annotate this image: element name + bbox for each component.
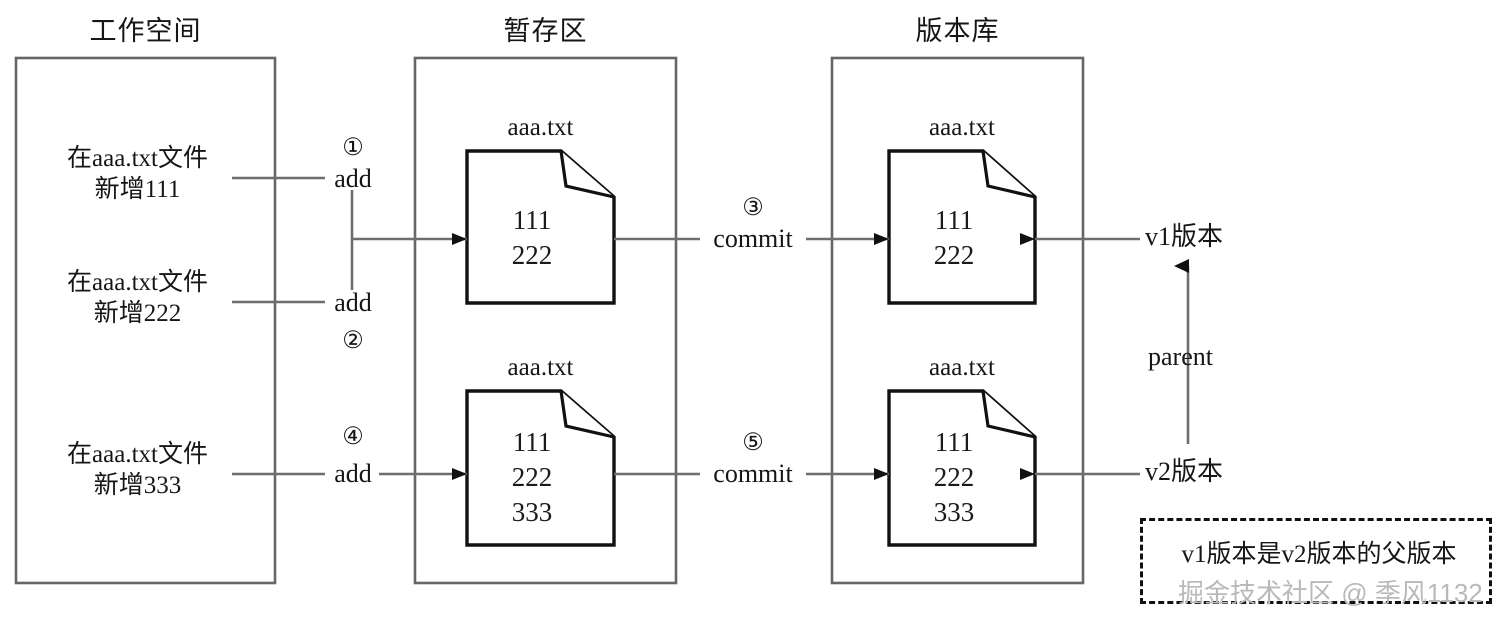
parent-label: parent: [1148, 342, 1213, 371]
staging-file-2-name: aaa.txt: [507, 354, 574, 381]
staging-file-1-content: 111 222: [467, 203, 597, 273]
watermark: 掘金技术社区 @ 季风1132: [1178, 578, 1483, 608]
repository-title: 版本库: [915, 16, 1000, 46]
workspace-action-3-line2: 新增333: [93, 472, 182, 500]
repository-file-2-line-1: 111: [934, 427, 974, 457]
workspace-action-3: 在aaa.txt文件 新增333: [30, 439, 245, 502]
operation-label-add-1: add: [334, 164, 372, 193]
staging-file-2-line-1: 111: [512, 427, 552, 457]
workspace-action-2-line1: 在aaa.txt文件: [67, 269, 208, 296]
operation-label-add-2: add: [334, 288, 372, 317]
repository-file-2-line-3: 333: [933, 497, 975, 528]
workspace-action-1: 在aaa.txt文件 新增111: [30, 143, 245, 206]
operation-marker-1: ①: [342, 135, 364, 161]
version-label-v2: v2版本: [1145, 457, 1224, 486]
operation-marker-2: ②: [342, 328, 364, 354]
version-label-v1: v1版本: [1145, 222, 1224, 251]
operation-label-commit-5: commit: [713, 459, 793, 488]
staging-file-1-name: aaa.txt: [507, 114, 574, 141]
workspace-action-3-line1: 在aaa.txt文件: [67, 441, 208, 468]
operation-label-commit-3: commit: [713, 224, 793, 253]
operation-marker-4: ④: [342, 424, 364, 450]
workspace-action-2: 在aaa.txt文件 新增222: [30, 267, 245, 330]
workspace-title: 工作空间: [89, 16, 202, 46]
staging-file-1-line-1: 111: [512, 205, 552, 235]
workspace-action-1-line2: 新增111: [94, 176, 181, 204]
staging-file-1-line-2: 222: [511, 240, 553, 271]
repository-file-1-name: aaa.txt: [929, 114, 995, 141]
repository-file-1-content: 111 222: [889, 203, 1019, 273]
note-box: v1版本是v2版本的父版本: [1140, 518, 1492, 604]
repository-file-2-name: aaa.txt: [929, 354, 995, 381]
repository-file-2-content: 111 222 333: [889, 425, 1019, 530]
workspace-action-2-line2: 新增222: [93, 300, 182, 328]
repository-file-1-line-1: 111: [934, 205, 974, 235]
note-text: v1版本是v2版本的父版本: [1181, 541, 1457, 568]
operation-label-add-4: add: [334, 459, 372, 488]
staging-title: 暂存区: [503, 16, 588, 46]
staging-file-2-line-2: 222: [511, 462, 553, 493]
staging-file-2-line-3: 333: [511, 497, 553, 528]
repository-file-1-line-2: 222: [933, 240, 975, 271]
repository-file-2-line-2: 222: [933, 462, 975, 493]
operation-marker-5: ⑤: [742, 430, 764, 456]
operation-marker-3: ③: [742, 195, 764, 221]
staging-file-2-content: 111 222 333: [467, 425, 597, 530]
workspace-action-1-line1: 在aaa.txt文件: [67, 145, 208, 172]
